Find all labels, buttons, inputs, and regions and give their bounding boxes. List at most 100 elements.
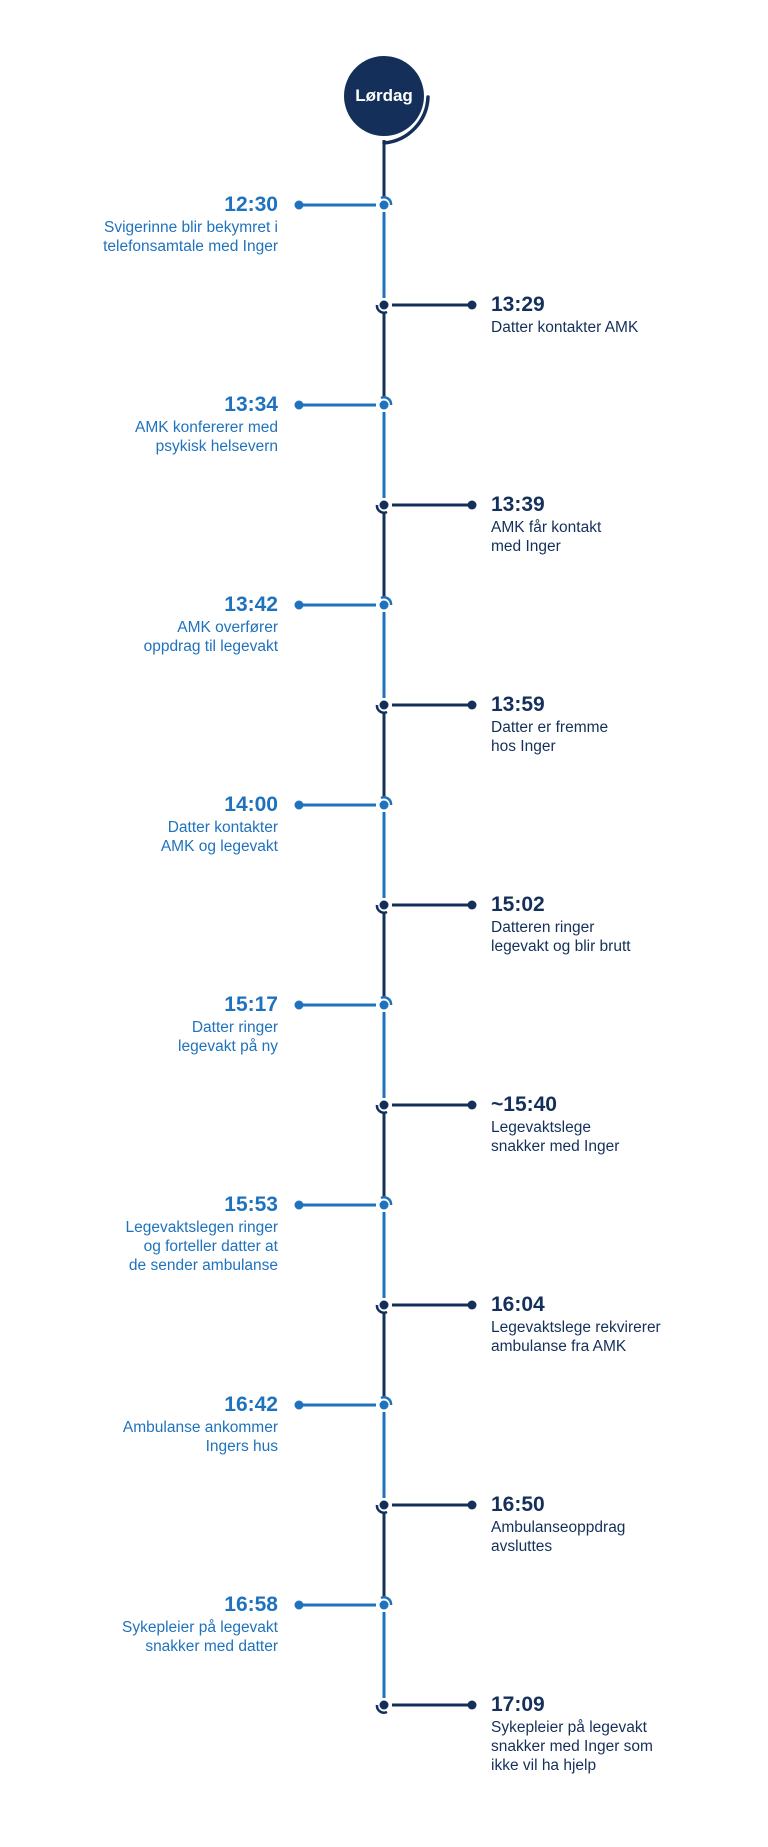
- day-label: Lørdag: [355, 86, 413, 105]
- connector-end-dot: [467, 1700, 477, 1710]
- node-dot: [379, 300, 389, 310]
- node-arc: [375, 1104, 388, 1114]
- event-time: 13:42: [224, 593, 278, 616]
- event-time: 13:29: [491, 293, 545, 316]
- node-arc: [375, 1704, 388, 1714]
- connector-end-dot: [294, 200, 304, 210]
- node-arc: [375, 1304, 388, 1314]
- event-time: 15:53: [224, 1193, 278, 1216]
- node-dot: [379, 800, 389, 810]
- event-description: Datter er fremme hos Inger: [491, 719, 609, 755]
- event-description: Datter kontakter AMK og legevakt: [160, 819, 278, 855]
- node-dot: [379, 600, 389, 610]
- node-dot: [379, 200, 389, 210]
- event-time: 13:34: [224, 393, 278, 416]
- node-arc: [375, 704, 388, 714]
- node-arc: [380, 196, 393, 206]
- node-arc: [380, 1196, 393, 1206]
- node-dot: [379, 1300, 389, 1310]
- event-description: Ambulanseoppdrag avsluttes: [491, 1519, 626, 1555]
- node-dot: [379, 1100, 389, 1110]
- connector-end-dot: [294, 600, 304, 610]
- event-time: 13:59: [491, 693, 545, 716]
- connector-end-dot: [294, 800, 304, 810]
- event-description: Datter kontakter AMK: [491, 319, 639, 336]
- event-time: 15:02: [491, 893, 545, 916]
- event-time: 16:58: [224, 1593, 278, 1616]
- event-description: Datteren ringer legevakt og blir brutt: [491, 919, 631, 955]
- event-description: AMK får kontakt med Inger: [491, 519, 602, 555]
- event-description: Svigerinne blir bekymret i telefonsamtal…: [103, 219, 278, 255]
- node-arc: [375, 904, 388, 914]
- node-dot: [379, 400, 389, 410]
- event-time: 16:04: [491, 1293, 545, 1316]
- event-description: AMK konfererer med psykisk helsevern: [135, 419, 278, 455]
- node-arc: [380, 796, 393, 806]
- connector-end-dot: [294, 1200, 304, 1210]
- connector-end-dot: [294, 1000, 304, 1010]
- node-dot: [379, 1500, 389, 1510]
- connector-end-dot: [467, 300, 477, 310]
- badge-arc: [382, 95, 430, 145]
- connector-end-dot: [467, 1500, 477, 1510]
- node-arc: [375, 1504, 388, 1514]
- node-arc: [380, 1396, 393, 1406]
- connector-end-dot: [467, 700, 477, 710]
- connector-end-dot: [467, 1300, 477, 1310]
- event-time: 16:42: [224, 1393, 278, 1416]
- node-dot: [379, 700, 389, 710]
- event-description: Ambulanse ankommer Ingers hus: [122, 1419, 278, 1455]
- event-description: Sykepleier på legevakt snakker med datte…: [122, 1619, 278, 1655]
- event-time: 12:30: [224, 193, 278, 216]
- event-time: 15:17: [224, 993, 278, 1016]
- connector-end-dot: [294, 400, 304, 410]
- connector-end-dot: [467, 1100, 477, 1110]
- event-description: AMK overfører oppdrag til legevakt: [143, 619, 278, 655]
- connector-end-dot: [467, 500, 477, 510]
- node-arc: [380, 396, 393, 406]
- node-dot: [379, 1600, 389, 1610]
- event-time: 14:00: [224, 793, 278, 816]
- node-dot: [379, 1200, 389, 1210]
- node-arc: [380, 1596, 393, 1606]
- node-dot: [379, 1700, 389, 1710]
- connector-end-dot: [294, 1400, 304, 1410]
- node-dot: [379, 1000, 389, 1010]
- event-time: 17:09: [491, 1693, 545, 1716]
- connector-end-dot: [294, 1600, 304, 1610]
- event-time: 13:39: [491, 493, 545, 516]
- node-arc: [380, 996, 393, 1006]
- node-arc: [375, 504, 388, 514]
- node-arc: [375, 304, 388, 314]
- event-time: ~15:40: [491, 1093, 557, 1116]
- event-description: Legevaktslegen ringer og forteller datte…: [125, 1219, 278, 1274]
- event-description: Legevaktslege snakker med Inger: [491, 1119, 620, 1155]
- event-description: Legevaktslege rekvirerer ambulanse fra A…: [491, 1319, 661, 1355]
- node-dot: [379, 900, 389, 910]
- event-description: Datter ringer legevakt på ny: [178, 1019, 278, 1055]
- node-dot: [379, 500, 389, 510]
- node-arc: [380, 596, 393, 606]
- event-time: 16:50: [491, 1493, 545, 1516]
- day-badge: Lørdag: [344, 56, 424, 136]
- node-dot: [379, 1400, 389, 1410]
- event-description: Sykepleier på legevakt snakker med Inger…: [491, 1719, 653, 1774]
- connector-end-dot: [467, 900, 477, 910]
